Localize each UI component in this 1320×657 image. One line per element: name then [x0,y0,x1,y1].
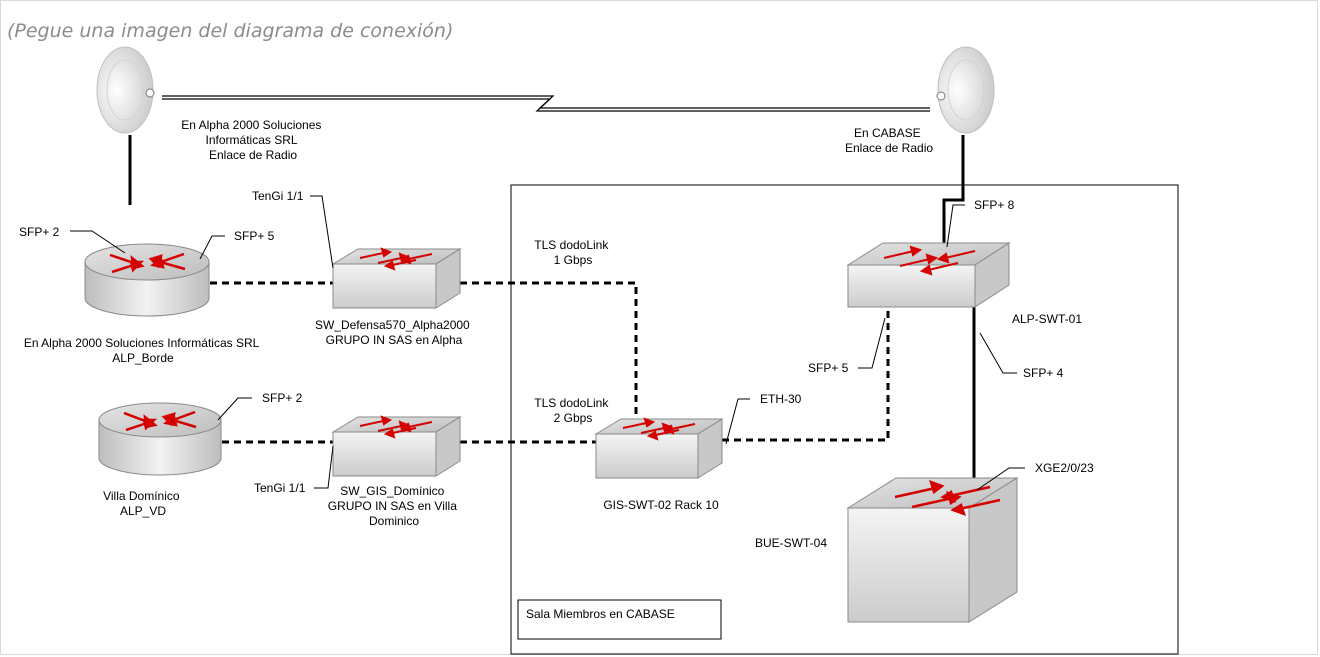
switch-bue-swt04-icon [846,477,1019,623]
switch-alp-swt01-label: ALP-SWT-01 [1012,312,1082,326]
room-label: Sala Miembros en CABASE [526,607,675,621]
switch-alp-swt01-icon [846,242,1011,308]
leader-alp-top [946,204,965,248]
leader-alp-right [979,332,1017,374]
link-tls2-label: TLS dodoLink 2 Gbps [534,396,611,425]
leader-gis02 [725,398,750,445]
cabase-room [510,184,1179,655]
leader-bue [976,467,1025,491]
router-vd-label: Villa Domínico ALP_VD [103,489,183,518]
port-gis02: ETH-30 [760,392,802,406]
link-defensa-gis02 [460,281,638,425]
router-borde-label: En Alpha 2000 Soluciones Informáticas SR… [24,336,262,365]
port-alp-right: SFP+ 4 [1023,366,1064,380]
port-borde-left: SFP+ 2 [19,225,60,239]
port-borde-right: SFP+ 5 [234,229,275,243]
leader-defensa [310,195,334,269]
switch-gis-dominico-label: SW_GIS_Domínico GRUPO IN SAS en Villa Do… [328,484,461,528]
switch-bue-swt04-label: BUE-SWT-04 [755,536,827,550]
leader-vd [217,397,252,421]
leader-borde-left [70,230,126,254]
antenna-left-label: En Alpha 2000 Soluciones Informáticas SR… [181,118,324,162]
port-vd: SFP+ 2 [262,391,303,405]
room-label-box [517,599,722,640]
port-alp-top: SFP+ 8 [974,198,1015,212]
diagram-caption: (Pegue una imagen del diagrama de conexi… [7,20,454,42]
port-gis-dominico: TenGi 1/1 [254,481,306,495]
leader-alp-left [858,317,886,369]
router-vd-icon [98,402,222,476]
switch-gis-swt02-icon [594,417,724,479]
router-borde-icon [84,243,210,317]
port-alp-left: SFP+ 5 [808,361,849,375]
radio-link-line-2 [162,98,930,112]
antenna-right-label: En CABASE Enlace de Radio [845,126,933,155]
port-bue: XGE2/0/23 [1035,461,1094,475]
link-gis02-alp [722,306,890,442]
antenna-right-icon [936,46,995,134]
antenna-left-icon [96,46,155,134]
switch-defensa-icon [331,247,462,309]
switch-defensa-label: SW_Defensa570_Alpha2000 GRUPO IN SAS en … [315,318,473,347]
leader-gis-dominico [314,445,334,489]
switch-gis-dominico-icon [331,415,462,477]
port-defensa: TenGi 1/1 [252,189,304,203]
link-antenna-alp [942,135,965,268]
switch-gis-swt02-label: GIS-SWT-02 Rack 10 [603,498,719,512]
leader-borde-right [199,235,225,260]
link-tls1-label: TLS dodoLink 1 Gbps [534,238,611,267]
